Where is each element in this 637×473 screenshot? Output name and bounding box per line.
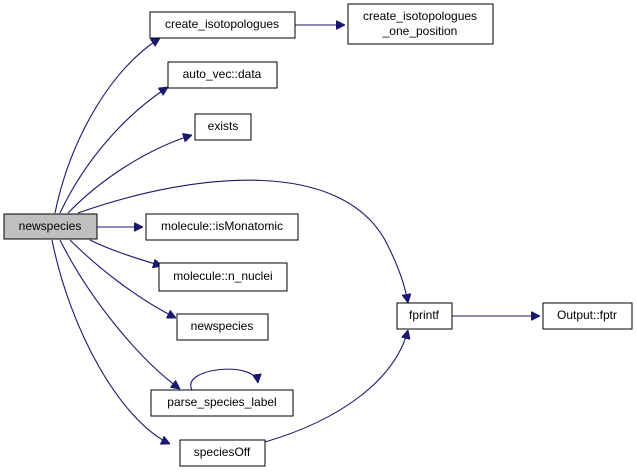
node-label: speciesOff (194, 445, 251, 459)
edge-newspecies-exists (67, 135, 192, 214)
edge-speciesoff-fprintf (264, 330, 408, 443)
node-newspecies-root[interactable]: newspecies (3, 213, 98, 240)
node-label: create_isotopologues (165, 17, 279, 31)
node-exists[interactable]: exists (194, 113, 252, 141)
node-output-fptr[interactable]: Output::fptr (542, 302, 633, 330)
nodes: newspecies create_isotopologues create_i… (3, 3, 633, 467)
edge-newspecies-n-nuclei (89, 239, 162, 266)
edge-newspecies-create-isotopologues (54, 38, 160, 214)
node-label: newspecies (19, 219, 82, 233)
node-newspecies-callee[interactable]: newspecies (176, 313, 269, 341)
edge-newspecies-auto-vec-data (59, 87, 168, 214)
node-label: Output::fptr (557, 308, 617, 322)
node-label-line2: _one_position (382, 24, 458, 38)
edge-newspecies-newspecies (69, 239, 176, 319)
node-label: fprintf (409, 308, 440, 322)
node-label: molecule::isMonatomic (161, 219, 283, 233)
edge-newspecies-parse-species-label (59, 239, 180, 389)
edge-parse-species-label-self (190, 368, 258, 391)
node-speciesoff[interactable]: speciesOff (179, 439, 266, 467)
node-molecule-ismonatomic[interactable]: molecule::isMonatomic (145, 213, 299, 241)
edges (51, 25, 540, 444)
edge-newspecies-fprintf (77, 179, 408, 303)
node-fprintf[interactable]: fprintf (396, 302, 453, 330)
node-label: newspecies (191, 319, 254, 333)
node-label: parse_species_label (167, 395, 276, 409)
node-label: exists (208, 119, 239, 133)
node-label: molecule::n_nuclei (173, 269, 272, 283)
node-create-isotopologues[interactable]: create_isotopologues (149, 11, 296, 39)
node-molecule-n-nuclei[interactable]: molecule::n_nuclei (158, 262, 288, 292)
node-auto-vec-data[interactable]: auto_vec::data (167, 61, 278, 89)
node-create-isotopologues-one-position[interactable]: create_isotopologues _one_position (347, 3, 494, 45)
edge-newspecies-speciesoff (51, 239, 170, 444)
node-label: auto_vec::data (183, 67, 262, 81)
node-parse-species-label[interactable]: parse_species_label (150, 389, 294, 417)
node-label-line1: create_isotopologues (363, 9, 477, 23)
